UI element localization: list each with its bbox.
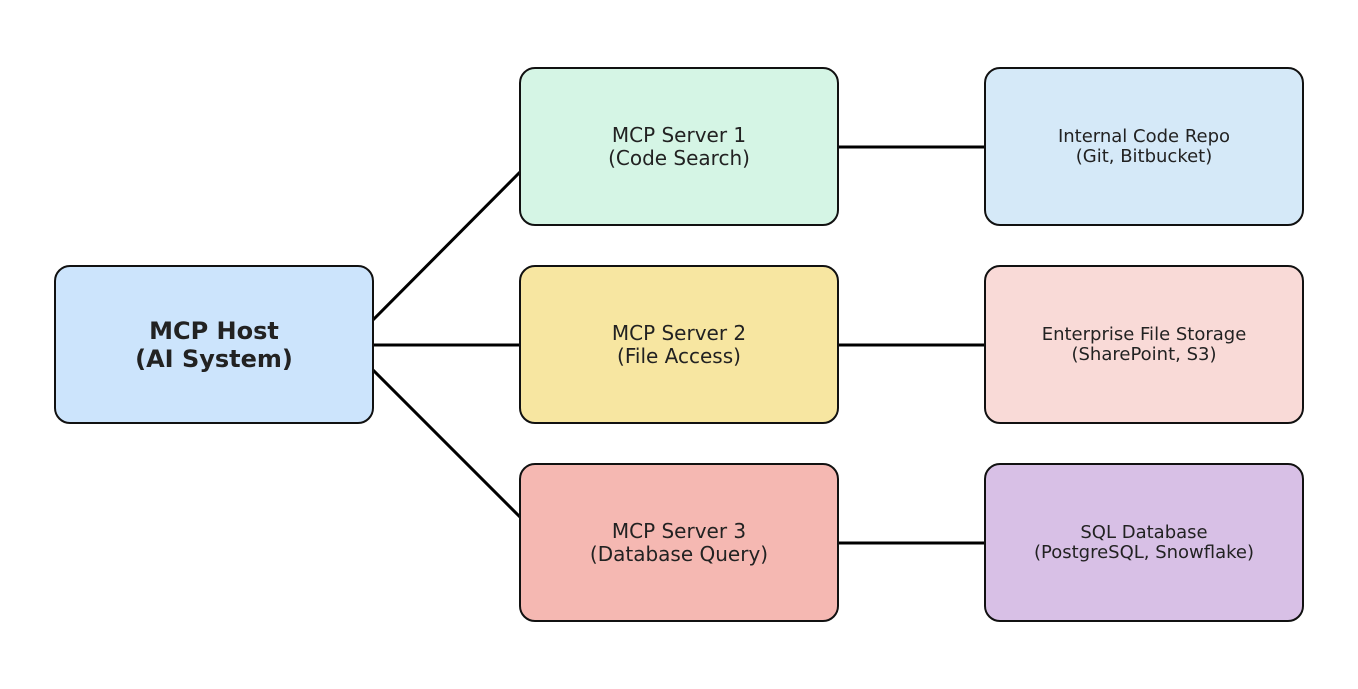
file-storage-subtitle: (SharePoint, S3) (1071, 343, 1217, 365)
arrow-host-to-server-3 (346, 343, 544, 541)
sql-database-title: SQL Database (1080, 521, 1208, 543)
sql-database-node: SQL Database (PostgreSQL, Snowflake) (984, 463, 1304, 622)
arrow-host-to-server-1 (346, 148, 544, 347)
mcp-server-2-node: MCP Server 2 (File Access) (519, 265, 839, 424)
mcp-server-3-title: MCP Server 3 (611, 518, 747, 543)
code-repo-title: Internal Code Repo (1057, 125, 1231, 147)
mcp-host-node: MCP Host (AI System) (54, 265, 374, 424)
mcp-host-subtitle: (AI System) (135, 344, 293, 373)
sql-database-subtitle: (PostgreSQL, Snowflake) (1033, 541, 1255, 563)
file-storage-title: Enterprise File Storage (1041, 323, 1247, 345)
mcp-server-1-node: MCP Server 1 (Code Search) (519, 67, 839, 226)
file-storage-node: Enterprise File Storage (SharePoint, S3) (984, 265, 1304, 424)
mcp-host-title: MCP Host (149, 316, 279, 345)
mcp-server-2-subtitle: (File Access) (617, 343, 741, 368)
mcp-server-3-node: MCP Server 3 (Database Query) (519, 463, 839, 622)
code-repo-node: Internal Code Repo (Git, Bitbucket) (984, 67, 1304, 226)
mcp-server-1-title: MCP Server 1 (611, 122, 747, 147)
code-repo-subtitle: (Git, Bitbucket) (1075, 145, 1213, 167)
mcp-server-3-subtitle: (Database Query) (589, 541, 769, 566)
mcp-server-2-title: MCP Server 2 (611, 320, 747, 345)
mcp-server-1-subtitle: (Code Search) (608, 145, 750, 170)
